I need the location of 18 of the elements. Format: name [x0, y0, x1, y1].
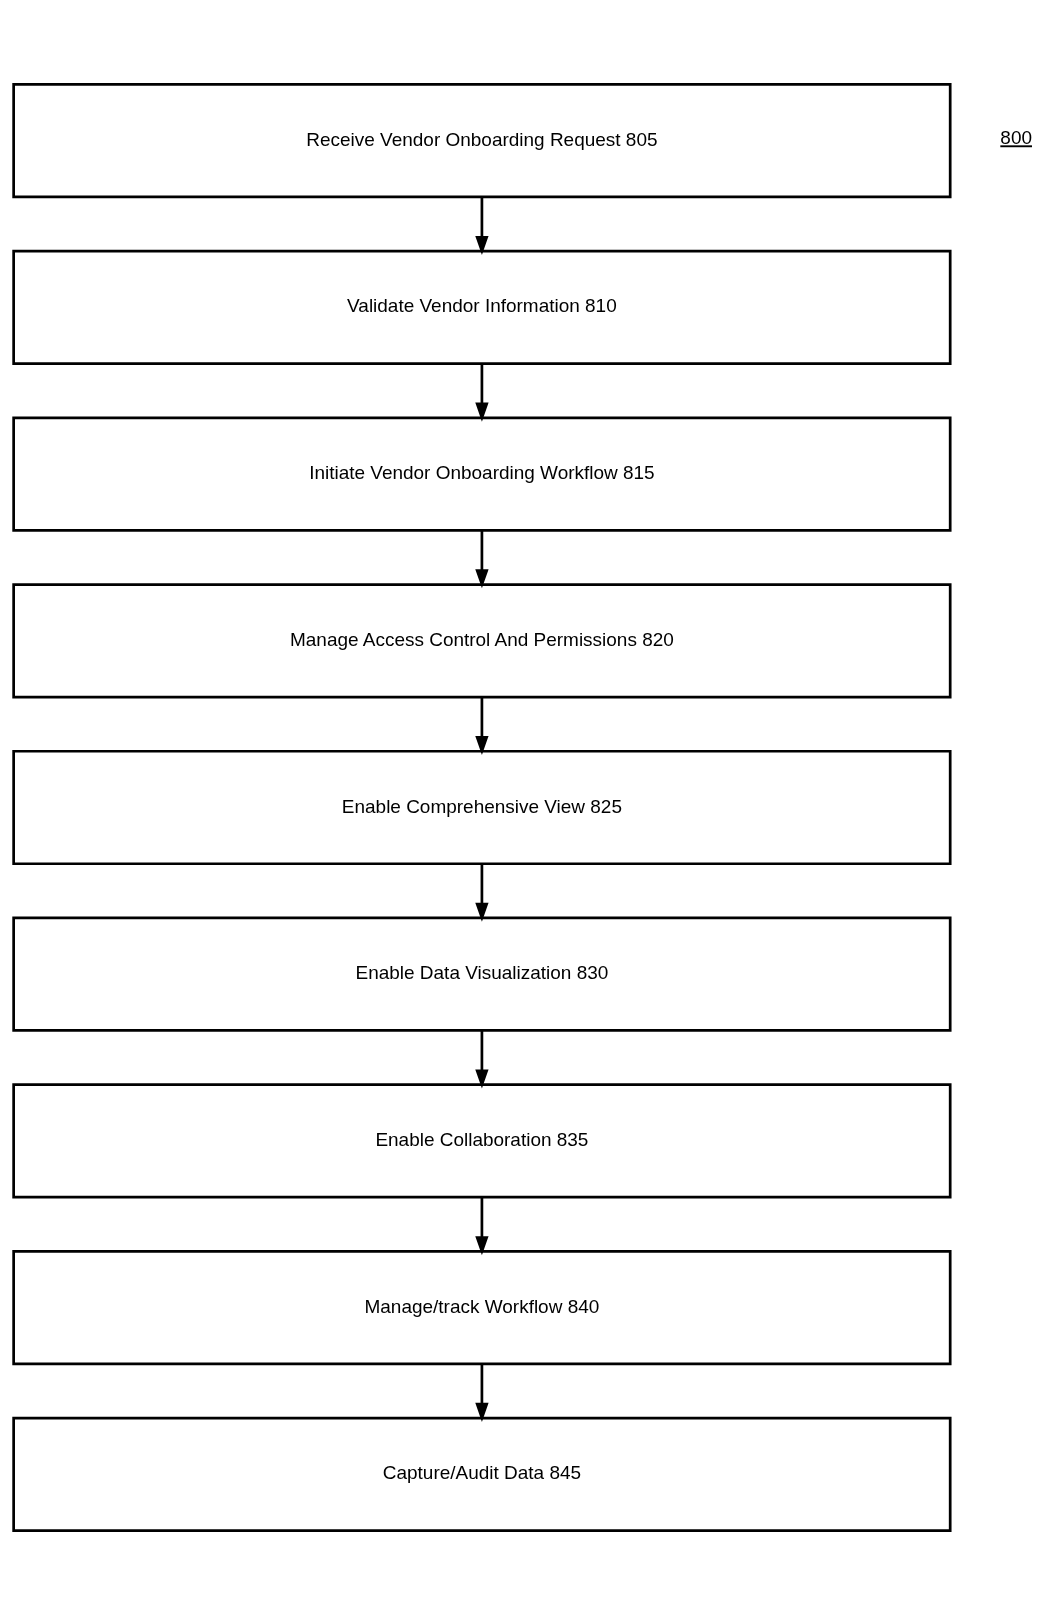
arrow — [475, 1030, 489, 1088]
arrow — [475, 696, 489, 755]
node-box: Enable Comprehensive View 825 — [12, 749, 952, 865]
node-box: Validate Vendor Information 810 — [12, 249, 952, 365]
arrow — [475, 363, 489, 422]
arrow — [475, 1363, 489, 1422]
label: 800 — [1000, 126, 1032, 148]
node-box: Manage Access Control And Permissions 820 — [12, 582, 952, 698]
arrow — [475, 1196, 489, 1255]
node-box: Enable Collaboration 835 — [12, 1082, 952, 1198]
node-box: Manage/track Workflow 840 — [12, 1249, 952, 1365]
arrow — [475, 530, 489, 588]
node-box: Enable Data Visualization 830 — [12, 916, 952, 1032]
arrow — [475, 196, 489, 255]
node-box: Capture/Audit Data 845 — [12, 1416, 952, 1532]
arrow — [475, 863, 489, 922]
node-box: Initiate Vendor Onboarding Workflow 815 — [12, 416, 952, 532]
node-box: Receive Vendor Onboarding Request 805 — [12, 82, 952, 198]
